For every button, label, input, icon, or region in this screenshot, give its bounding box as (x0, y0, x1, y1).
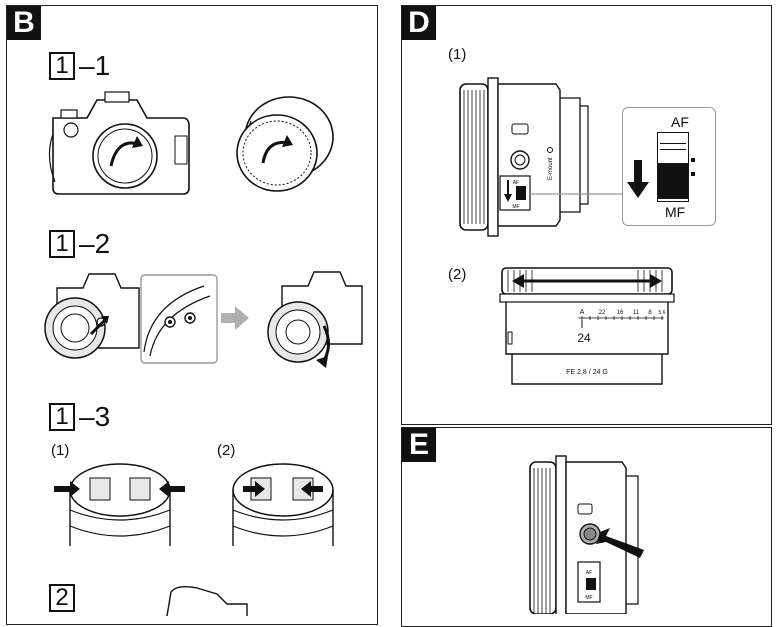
af-label: AF (671, 114, 689, 130)
af-mf-switch-zoom: AF MF (622, 107, 716, 226)
lens-top-view-2: A 22 16 11 8 5.6 24 FE 2.8 / 24 G (499, 267, 675, 385)
slide-down-arrow-icon (627, 160, 649, 198)
small-af-label: AF (513, 180, 519, 186)
panel-letter-e: E (402, 428, 436, 462)
small-mf-label: MF (585, 595, 592, 601)
step-number: 1 (49, 403, 75, 431)
next-arrow-icon (221, 306, 249, 330)
lens-rear-cap-illustration (236, 96, 334, 192)
panel-d: D (1) AF MF E-mount AF MF (401, 5, 772, 425)
aperture-mark-a: A (580, 309, 585, 316)
lens-focus-hold-illustration: AF MF (529, 455, 644, 614)
step-1-2-label: 1 –2 (49, 229, 110, 259)
lens-side-view-1: AF MF E-mount (459, 77, 626, 237)
panel-b: B 1 –1 1 –2 (6, 5, 378, 625)
panel-e: E AF MF (401, 427, 772, 627)
small-mf-label: MF (512, 204, 519, 210)
step-2-label: 2 (49, 584, 75, 612)
focal-length-label: 24 (577, 331, 591, 345)
af-mf-switch (657, 132, 689, 202)
switch-slider (658, 163, 688, 199)
aperture-mark: 5.6 (659, 310, 666, 316)
step-suffix: –2 (79, 228, 111, 259)
aperture-mark: 11 (633, 310, 640, 316)
aperture-mark: 16 (617, 310, 624, 316)
camera-body-illustration (48, 91, 190, 195)
sub-label-2: (2) (448, 266, 467, 283)
step-suffix: –3 (79, 401, 111, 432)
mf-label: MF (665, 204, 686, 220)
step-2-illustration-partial (166, 585, 248, 616)
step-1-1-label: 1 –1 (49, 51, 110, 81)
front-cap-pinch-illustration-1 (54, 463, 185, 546)
step-1-3-label: 1 –3 (49, 402, 110, 432)
small-af-label: AF (586, 570, 592, 576)
camera-rotate-lens-illustration (267, 271, 363, 368)
mount-index-detail-inset (140, 274, 218, 364)
sub-label-1: (1) (448, 46, 467, 63)
aperture-mark: 8 (648, 310, 652, 316)
aperture-mark: 22 (599, 310, 606, 316)
panel-letter-b: B (7, 6, 41, 40)
lens-name-label: FE 2.8 / 24 G (566, 369, 608, 376)
camera-mount-lens-illustration (44, 273, 140, 359)
step-suffix: –1 (79, 50, 111, 81)
front-cap-pinch-illustration-2 (232, 463, 334, 546)
panel-letter-d: D (402, 6, 436, 40)
step-number: 1 (49, 230, 75, 258)
step-number: 1 (49, 52, 75, 80)
sub-label-2: (2) (217, 442, 236, 459)
mount-label: E-mount (548, 157, 554, 180)
sub-label-1: (1) (51, 442, 70, 459)
step-number: 2 (49, 584, 75, 612)
